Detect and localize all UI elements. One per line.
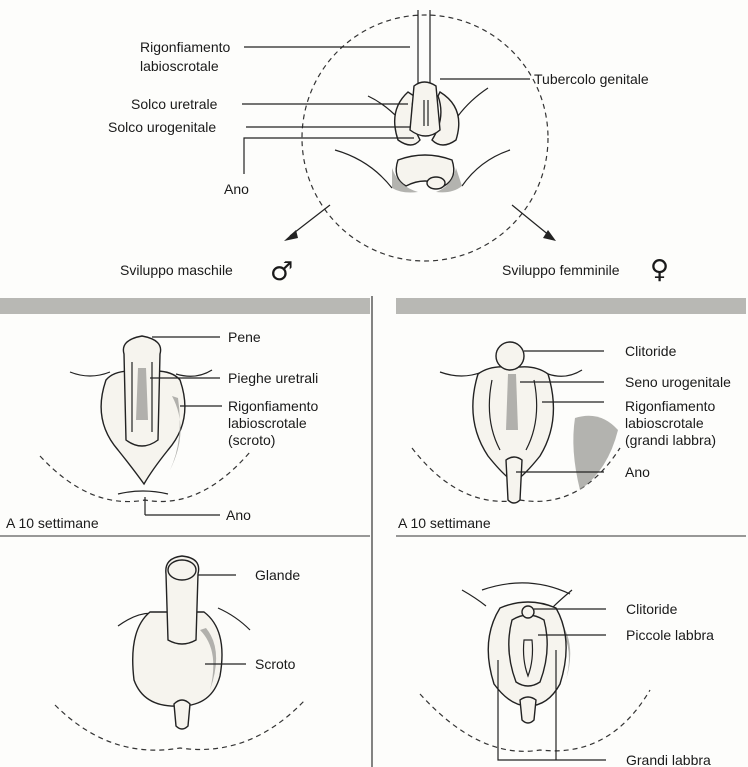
female-perineum <box>506 457 522 503</box>
label-female-anus: Ano <box>625 464 650 480</box>
label-female-swelling-2: labioscrotale <box>625 415 704 431</box>
label-penis: Pene <box>228 329 261 345</box>
male-stage1-figure <box>40 336 250 515</box>
indifferent-stage-figure <box>242 10 556 261</box>
male-symbol: ♂ <box>270 257 293 287</box>
female-stage1-figure <box>412 342 620 503</box>
genital-tubercle <box>410 82 440 136</box>
female-clitoris-primordium <box>496 342 524 370</box>
perineal-raphe <box>174 700 190 729</box>
male-heading: Sviluppo maschile <box>120 262 233 278</box>
label-urethral-groove: Solco uretrale <box>131 96 218 112</box>
glans <box>168 560 196 580</box>
label-urethral-folds: Pieghe uretrali <box>228 370 318 386</box>
male-stage2-figure <box>55 556 305 750</box>
label-female-clitoris-2: Clitoride <box>626 601 678 617</box>
label-male-swelling-2: labioscrotale <box>228 415 307 431</box>
label-labioscrotal-swelling-2: labioscrotale <box>140 58 219 74</box>
label-labia-majora: Grandi labbra <box>626 752 711 767</box>
label-female-clitoris-1: Clitoride <box>625 343 677 359</box>
label-labioscrotal-swelling-1: Rigonfiamento <box>140 39 230 55</box>
female-perineal-region <box>520 697 536 723</box>
label-male-swelling-1: Rigonfiamento <box>228 398 318 414</box>
female-stage1-age: A 10 settimane <box>398 515 491 531</box>
anus-opening <box>427 177 445 189</box>
label-urogenital-groove: Solco urogenitale <box>108 119 216 135</box>
male-stage1-age: A 10 settimane <box>6 515 99 531</box>
clitoris <box>522 606 534 618</box>
female-header-bar <box>396 298 746 314</box>
label-genital-tubercle: Tubercolo genitale <box>534 71 649 87</box>
label-scrotum: Scroto <box>255 656 296 672</box>
label-labia-minora: Piccole labbra <box>626 627 714 643</box>
label-female-swelling-1: Rigonfiamento <box>625 398 715 414</box>
female-heading: Sviluppo femminile <box>502 262 620 278</box>
female-symbol: ♀ <box>650 255 669 285</box>
female-stage2-figure <box>420 583 650 760</box>
label-anus-top: Ano <box>224 181 249 197</box>
male-header-bar <box>0 298 370 314</box>
label-urogenital-sinus: Seno urogenitale <box>625 374 731 390</box>
label-female-swelling-3: (grandi labbra) <box>625 432 716 448</box>
label-male-swelling-3: (scroto) <box>228 432 275 448</box>
label-male-anus: Ano <box>226 507 251 523</box>
label-glans: Glande <box>255 567 300 583</box>
